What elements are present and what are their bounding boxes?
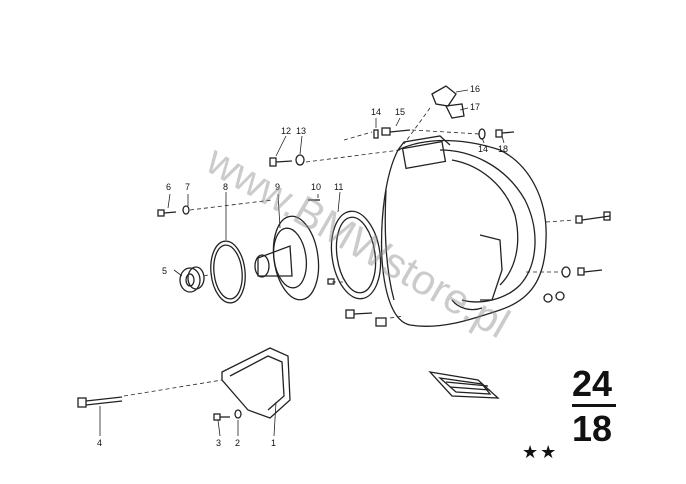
callout-15: 15 xyxy=(395,107,405,117)
callout-10: 10 xyxy=(311,182,321,192)
fasteners xyxy=(157,85,611,421)
mesh-cover xyxy=(428,371,500,399)
callout-18: 18 xyxy=(498,144,508,154)
callout-12: 12 xyxy=(281,126,291,136)
gasket-large xyxy=(330,210,382,300)
callout-11: 11 xyxy=(334,182,343,192)
front-cover xyxy=(254,215,320,301)
callout-16: 16 xyxy=(470,84,480,94)
callout-1: 1 xyxy=(271,438,276,448)
group-number-bottom: 18 xyxy=(572,408,613,449)
bell-housing xyxy=(380,135,547,327)
callout-17: 17 xyxy=(470,102,480,112)
callout-7: 7 xyxy=(185,182,190,192)
o-ring xyxy=(210,240,246,304)
long-bolt xyxy=(77,396,123,408)
leader-lines xyxy=(99,89,575,437)
guard-plate xyxy=(221,347,291,419)
callout-5: 5 xyxy=(162,266,167,276)
group-number-divider xyxy=(572,404,616,407)
callout-9: 9 xyxy=(275,182,280,192)
callout-6: 6 xyxy=(166,182,171,192)
callout-14: 14 xyxy=(478,144,488,154)
rating-stars: ★★ xyxy=(522,442,559,462)
callout-8: 8 xyxy=(223,182,228,192)
shaft-seal xyxy=(179,266,205,293)
callout-13: 13 xyxy=(296,126,306,136)
callout-4: 4 xyxy=(97,438,102,448)
callout-14: 14 xyxy=(371,107,381,117)
callout-3: 3 xyxy=(216,438,221,448)
callout-2: 2 xyxy=(235,438,240,448)
group-number-top: 24 xyxy=(572,363,613,404)
